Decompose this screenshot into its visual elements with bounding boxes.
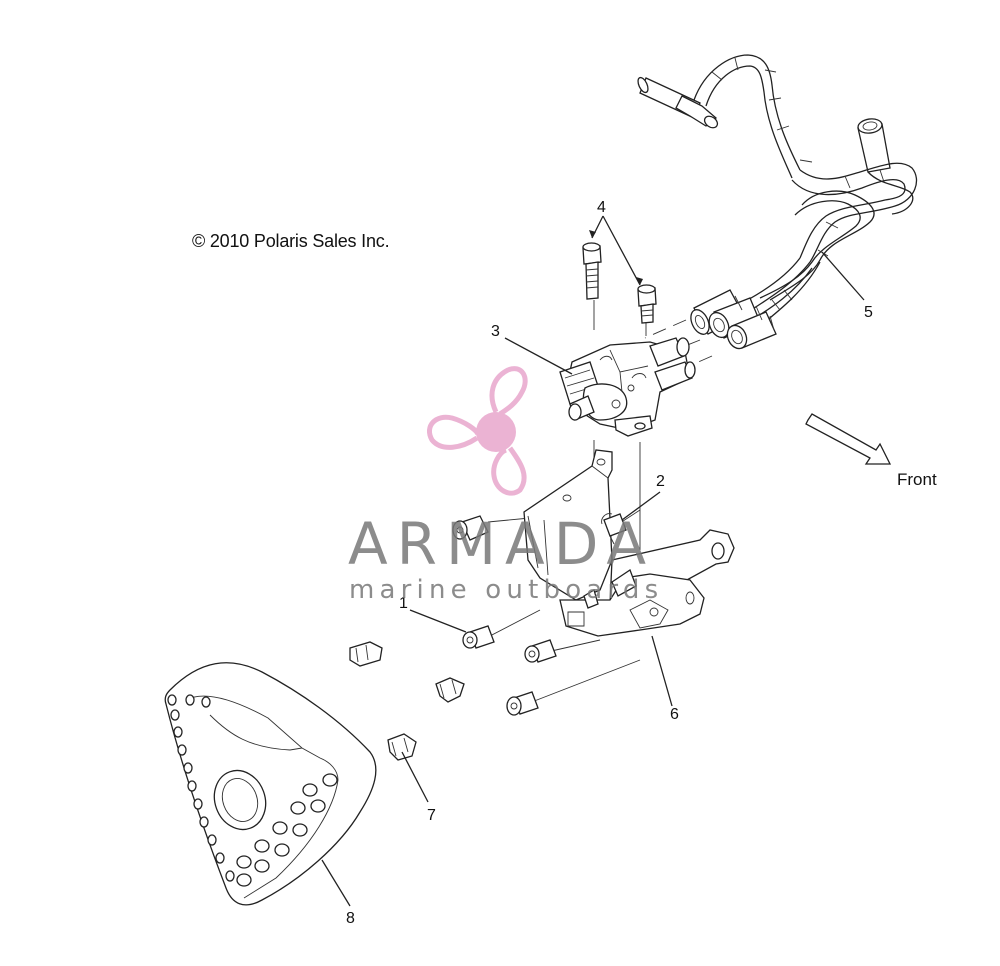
callout-8: 8	[346, 910, 355, 927]
shield-item-8	[164, 662, 377, 906]
hose-assembly	[637, 54, 918, 350]
callout-7: 7	[427, 807, 436, 824]
mounting-bracket	[523, 449, 735, 637]
watermark-title: ARMADA	[348, 510, 656, 578]
callout-4: 4	[597, 199, 606, 216]
callout-6: 6	[670, 706, 679, 723]
callout-5: 5	[864, 304, 873, 321]
callout-3: 3	[491, 323, 500, 340]
bolts-item-1	[452, 515, 557, 716]
armada-logo-icon	[427, 366, 528, 496]
callout-numbers: 1 2 3 4 5 6 7 8	[346, 199, 873, 927]
callout-2: 2	[656, 473, 665, 490]
front-arrow-icon	[805, 413, 892, 465]
watermark-subtitle: marine outboards	[349, 575, 664, 605]
nut-clips-item-7	[349, 641, 465, 761]
callout-leaders	[321, 251, 865, 907]
copyright-text: © 2010 Polaris Sales Inc.	[192, 231, 390, 251]
clip-item-2	[601, 513, 627, 545]
screws-item-4	[582, 215, 657, 324]
callout-1: 1	[399, 595, 408, 612]
purge-valve	[559, 337, 696, 437]
front-direction-label: Front	[897, 470, 937, 489]
